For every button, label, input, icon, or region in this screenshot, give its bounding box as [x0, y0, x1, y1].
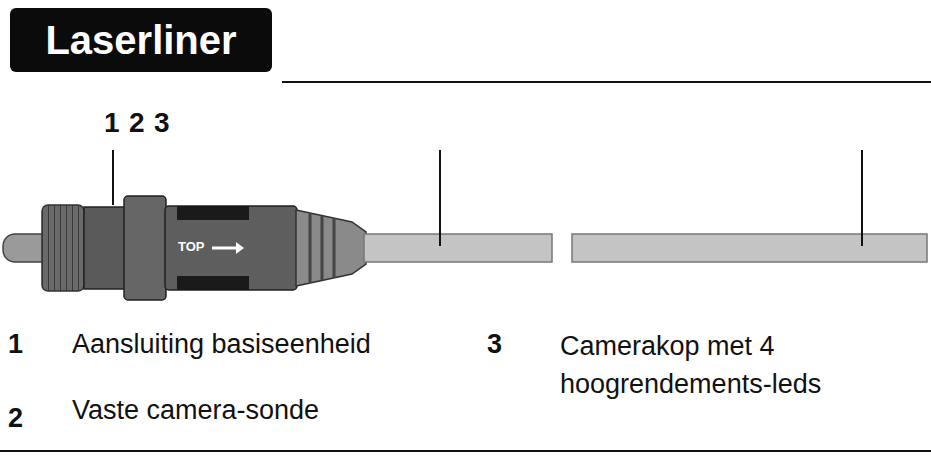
- callout-number: 3: [154, 106, 170, 140]
- callout-number: 2: [8, 402, 23, 434]
- nut: [84, 207, 126, 289]
- connector-body: [165, 206, 297, 290]
- leader-line: [439, 150, 441, 246]
- probe-cable: [364, 234, 552, 262]
- leader-line: [861, 150, 863, 246]
- body-marking: [177, 206, 249, 220]
- callout-number: 3: [487, 328, 502, 360]
- thread: [42, 205, 84, 291]
- leader-line: [112, 150, 114, 205]
- part-name: Aansluiting basiseenheid: [72, 328, 371, 360]
- rule-line: [282, 81, 931, 83]
- body-marking: [177, 276, 249, 290]
- part-name: Camerakop met 4 hoogrendements-leds: [560, 328, 905, 404]
- probe-cable: [572, 234, 927, 262]
- top-arrow: [212, 247, 236, 250]
- top-marking: TOP: [178, 239, 205, 255]
- rule-line: [0, 450, 931, 452]
- callout-number: 2: [129, 106, 145, 140]
- logo-text: Laserliner: [45, 18, 236, 63]
- strain-relief: [296, 210, 366, 286]
- leader-line: [439, 150, 441, 246]
- callout-number: 1: [104, 106, 120, 140]
- rib: [333, 218, 336, 278]
- rib: [321, 216, 324, 280]
- leader-line: [861, 150, 863, 246]
- rib: [309, 214, 312, 282]
- top-arrow: [236, 242, 244, 254]
- nut: [124, 196, 166, 300]
- callout-number: 1: [8, 328, 23, 360]
- logo-box: Laserliner: [10, 8, 272, 72]
- part-name: Vaste camera-sonde: [72, 394, 319, 426]
